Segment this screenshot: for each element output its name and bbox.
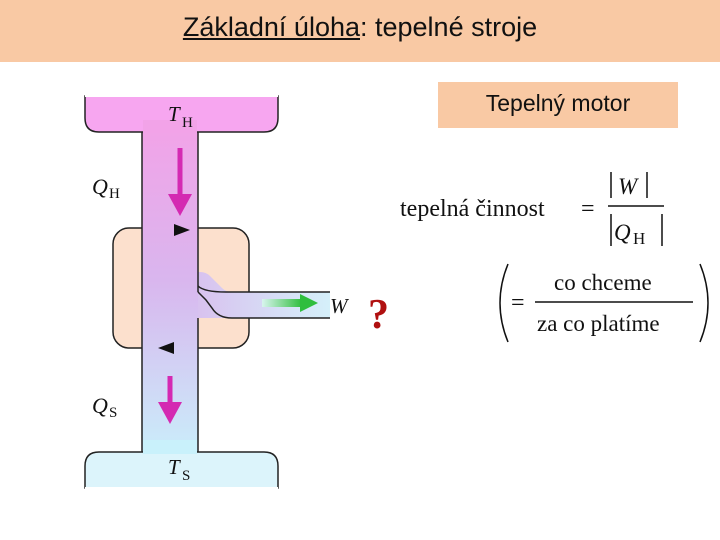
paren-left [499,263,509,343]
cold-reservoir-label: T [168,455,181,479]
flow-arrow-left [158,342,174,354]
paren-equals: = [511,290,525,316]
formula-equals: = [581,196,595,222]
work-label: W [330,294,350,318]
formula-denominator: Q [614,220,631,245]
heat-in-label: Q [92,174,108,199]
formula-label: tepelná činnost [400,196,545,222]
cold-reservoir [84,451,279,489]
flow-arrow-right [174,224,190,236]
hot-reservoir-subscript: H [182,115,193,131]
paren-right [699,263,709,343]
title-rest: : tepelné stroje [360,12,538,42]
heat-out-arrow [158,376,182,424]
paren-denominator: za co platíme [537,311,660,336]
cold-reservoir-subscript: S [182,468,190,484]
page-title: Základní úloha: tepelné stroje [0,12,720,43]
title-bar [0,0,720,62]
heat-out-label: Q [92,393,108,418]
paren-numerator: co chceme [554,270,652,295]
heat-in-arrow [168,148,192,216]
formula-numerator: W [618,174,639,199]
efficiency-formula: tepelná činnost = W Q H = co chceme za c… [400,172,709,343]
work-arrow [262,294,318,312]
engine-label-box: Tepelný motor [438,82,678,128]
formula-denominator-subscript: H [633,229,645,248]
heat-out-subscript: S [109,405,117,421]
title-underlined: Základní úloha [182,12,360,42]
engine-label: Tepelný motor [485,90,631,116]
hot-reservoir [84,95,279,133]
question-mark: ? [368,292,389,338]
hot-reservoir-label: T [168,102,181,126]
heat-in-subscript: H [109,186,120,202]
